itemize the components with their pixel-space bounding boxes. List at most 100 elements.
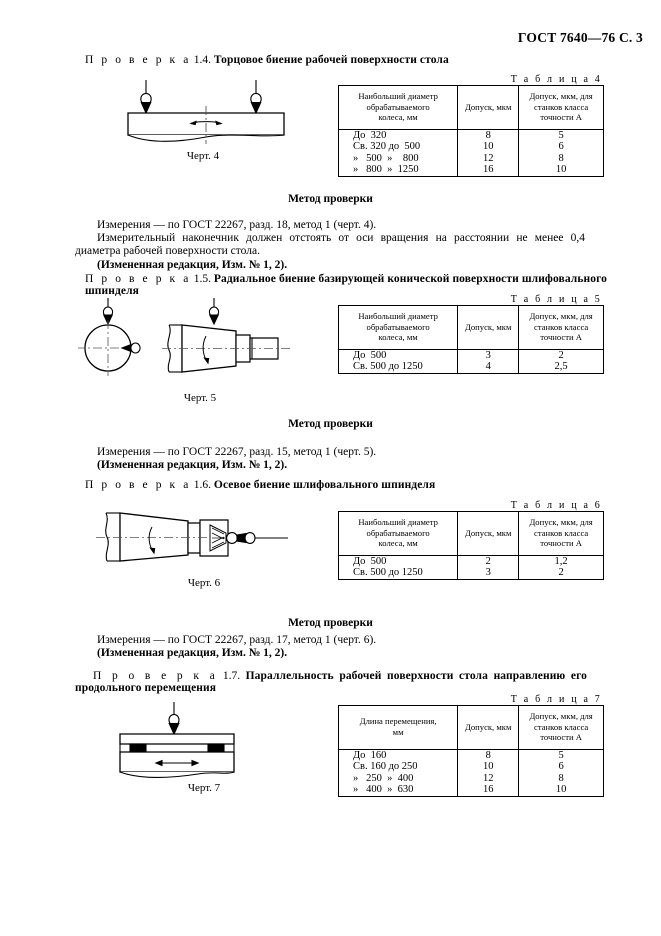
table-5-col-tolerance: Допуск, мкм [457, 305, 520, 350]
section-heading-1-7: П р о в е р к а 1.7. Параллельность рабо… [75, 670, 587, 694]
table-7: Длина перемещения, мм Допуск, мкм Допуск… [337, 705, 604, 797]
table-5-col-range: Наибольший диаметр обрабатываемого колес… [337, 305, 459, 350]
figure-4: Черт. 4 [88, 80, 318, 162]
cell-tolerance: 12 [457, 152, 520, 165]
cell-range: » 800 » 1250 [337, 164, 459, 177]
table-5-wrapper: Т а б л и ц а 5 Наибольший диаметр обраб… [337, 294, 604, 374]
cell-range: » 400 » 630 [337, 784, 459, 797]
cell-tolerance-a: 8 [518, 772, 604, 785]
check-number-1-4: 1.4. [193, 54, 212, 66]
table-row: До 500 2 1,2 [337, 555, 604, 568]
table-4: Наибольший диаметр обрабатываемого колес… [337, 85, 604, 177]
cell-tolerance: 3 [457, 567, 520, 580]
section-heading-1-6: П р о в е р к а 1.6. Осевое биение шлифо… [85, 479, 625, 491]
table-5-caption: Т а б л и ц а 5 [510, 294, 602, 305]
cell-tolerance: 2 [457, 555, 520, 568]
cell-range: » 250 » 400 [337, 772, 459, 785]
table-6-col-tolerance: Допуск, мкм [457, 511, 520, 556]
table-row: До 320 8 5 [337, 129, 604, 142]
page-header-standard: ГОСТ 7640—76 С. 3 [517, 30, 643, 45]
table-7-col-tolerance-a: Допуск, мкм, для станков класса точности… [518, 705, 604, 750]
method-line-1-6-a: Измерения — по ГОСТ 22267, разд. 17, мет… [97, 634, 377, 646]
figure-6: Черт. 6 [88, 503, 320, 589]
method-title-1-5: Метод проверки [288, 418, 373, 430]
table-4-header-row: Наибольший диаметр обрабатываемого колес… [337, 85, 604, 130]
cell-tolerance: 8 [457, 129, 520, 142]
table-5-col-tolerance-a: Допуск, мкм, для станков класса точности… [518, 305, 604, 350]
table-5: Наибольший диаметр обрабатываемого колес… [337, 305, 604, 374]
table-4-col-range: Наибольший диаметр обрабатываемого колес… [337, 85, 459, 130]
check-title-1-5: Радиальное биение базирующей конической … [85, 273, 607, 297]
cell-tolerance-a: 10 [518, 164, 604, 177]
cell-tolerance: 3 [457, 349, 520, 362]
method-line-1-4-a: Измерения — по ГОСТ 22267, разд. 18, мет… [97, 219, 377, 231]
method-title-1-6: Метод проверки [288, 617, 373, 629]
check-label-1-6: П р о в е р к а [85, 479, 191, 491]
cell-tolerance-a: 6 [518, 761, 604, 773]
section-heading-1-5: П р о в е р к а 1.5. Радиальное биение б… [85, 273, 625, 297]
table-4-col-tolerance: Допуск, мкм [457, 85, 520, 130]
method-title-1-4: Метод проверки [288, 193, 373, 205]
cell-range: До 500 [337, 349, 459, 362]
method-line-1-4-b: Измерительный наконечник должен отстоять… [75, 232, 585, 258]
table-6-header-row: Наибольший диаметр обрабатываемого колес… [337, 511, 604, 556]
section-heading-1-4: П р о в е р к а 1.4. Торцовое биение раб… [85, 54, 585, 66]
cell-range: Св. 500 до 1250 [337, 567, 459, 580]
figure-6-caption: Черт. 6 [187, 577, 221, 589]
cell-range: Св. 160 до 250 [337, 761, 459, 773]
check-label-1-4: П р о в е р к а [85, 54, 191, 66]
table-6: Наибольший диаметр обрабатываемого колес… [337, 511, 604, 580]
table-7-wrapper: Т а б л и ц а 7 Длина перемещения, мм До… [337, 694, 604, 797]
table-6-col-range: Наибольший диаметр обрабатываемого колес… [337, 511, 459, 556]
table-5-header-row: Наибольший диаметр обрабатываемого колес… [337, 305, 604, 350]
cell-tolerance-a: 6 [518, 141, 604, 153]
cell-tolerance: 16 [457, 784, 520, 797]
check-number-1-5: 1.5. [193, 273, 212, 285]
figure-5: Черт. 5 [78, 298, 322, 404]
check-title-1-4: Торцовое биение рабочей поверхности стол… [213, 54, 449, 66]
cell-tolerance: 8 [457, 749, 520, 762]
figure-7-caption: Черт. 7 [187, 782, 221, 794]
cell-tolerance-a: 5 [518, 749, 604, 762]
cell-tolerance-a: 2 [518, 567, 604, 580]
table-4-caption: Т а б л и ц а 4 [510, 74, 602, 85]
table-row: До 160 8 5 [337, 749, 604, 762]
table-row: До 500 3 2 [337, 349, 604, 362]
cell-tolerance: 12 [457, 772, 520, 785]
figure-7-drawing [119, 702, 235, 778]
cell-tolerance-a: 10 [518, 784, 604, 797]
figure-4-drawing [127, 80, 285, 144]
cell-tolerance: 16 [457, 164, 520, 177]
table-4-col-tolerance-a: Допуск, мкм, для станков класса точности… [518, 85, 604, 130]
table-row: Св. 320 до 500 10 6 [337, 141, 604, 153]
cell-range: » 500 » 800 [337, 152, 459, 165]
cell-range: До 500 [337, 555, 459, 568]
cell-range: До 320 [337, 129, 459, 142]
table-row: Св. 500 до 1250 4 2,5 [337, 361, 604, 374]
figure-4-caption: Черт. 4 [186, 150, 220, 162]
table-row: » 500 » 800 12 8 [337, 152, 604, 165]
cell-range: Св. 500 до 1250 [337, 361, 459, 374]
table-6-caption: Т а б л и ц а 6 [510, 500, 602, 511]
check-title-1-6: Осевое биение шлифовального шпинделя [213, 479, 436, 491]
figure-5-caption: Черт. 5 [183, 392, 217, 404]
figure-6-drawing [96, 512, 288, 562]
table-row: » 800 » 1250 16 10 [337, 164, 604, 177]
table-row: » 400 » 630 16 10 [337, 784, 604, 797]
table-4-wrapper: Т а б л и ц а 4 Наибольший диаметр обраб… [337, 74, 604, 177]
cell-tolerance-a: 2,5 [518, 361, 604, 374]
revision-note-1-5: (Измененная редакция, Изм. № 1, 2). [97, 459, 288, 471]
cell-tolerance: 10 [457, 141, 520, 153]
revision-note-1-6: (Измененная редакция, Изм. № 1, 2). [97, 647, 288, 659]
cell-tolerance-a: 8 [518, 152, 604, 165]
figure-7: Черт. 7 [88, 702, 320, 794]
table-6-col-tolerance-a: Допуск, мкм, для станков класса точности… [518, 511, 604, 556]
cell-tolerance: 10 [457, 761, 520, 773]
check-title-1-7: Параллельность рабочей поверхности стола… [75, 670, 588, 694]
table-row: Св. 160 до 250 10 6 [337, 761, 604, 773]
cell-tolerance: 4 [457, 361, 520, 374]
cell-range: Св. 320 до 500 [337, 141, 459, 153]
cell-tolerance-a: 2 [518, 349, 604, 362]
check-number-1-7: 1.7. [222, 670, 241, 682]
